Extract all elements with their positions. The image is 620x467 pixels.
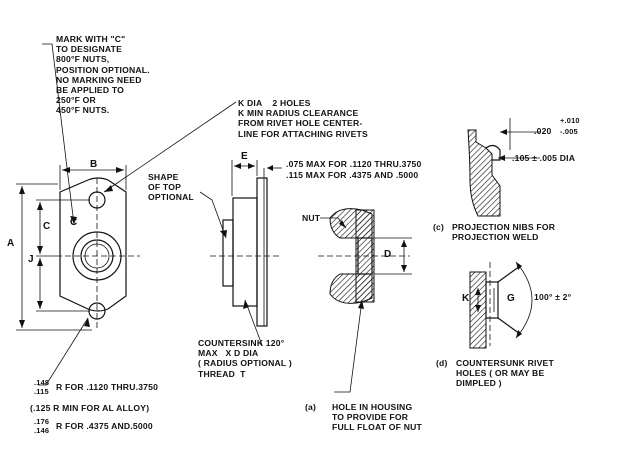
note-max-115: .115 MAX FOR .4375 AND .5000 [286,170,419,180]
tol-minus: -.005 [560,127,578,136]
leader-kdia [103,101,237,193]
side-boss [222,219,234,287]
side-view [199,160,282,346]
tol-020: .020 [534,126,552,136]
housing-section [318,208,412,393]
tol-plus: +.010 [560,116,580,125]
leader-mark [42,43,75,225]
tol-105: .105 ± .005 DIA [512,153,576,163]
radius-2-bot: .146 [34,426,50,435]
leader-radius [38,317,89,386]
leader-hole [334,299,363,393]
hole-housing-tag: (a) [305,402,317,412]
countersunk-detail [469,261,533,349]
dim-a-label: A [7,238,15,249]
projection-tag: (c) [433,222,445,232]
radius-al: (.125 R MIN FOR AL ALLOY) [30,403,150,413]
angle-label: 100° ± 2° [534,292,572,302]
plan-view [16,43,237,386]
note-nut: NUT [302,213,321,223]
radius-2-text: R FOR .4375 AND.5000 [56,421,153,431]
note-k-dia: K DIA 2 HOLES K MIN RADIUS CLEARANCE FRO… [238,98,368,139]
dim-c-label: C [43,221,51,232]
leader-countersink [244,299,263,346]
note-countersunk: COUNTERSUNK RIVET HOLES ( OR MAY BE DIMP… [456,358,554,389]
radius-2-top: .176 [34,417,50,426]
mark-c-label: C [70,217,78,228]
radius-1-text: R FOR .1120 THRU.3750 [56,382,159,392]
plate-outline [59,177,127,312]
note-shape-top: SHAPE OF TOP OPTIONAL [148,172,194,203]
note-projection: PROJECTION NIBS FOR PROJECTION WELD [452,222,556,243]
dim-b-label: B [90,159,98,170]
side-flange [256,177,268,327]
radius-1-top: .148 [34,378,50,387]
dim-g-label: G [507,293,515,304]
note-countersink: COUNTERSINK 120° MAX X D DIA ( RADIUS OP… [198,338,292,379]
note-mark-with-c: MARK WITH "C" TO DESIGNATE 800°F NUTS, P… [56,34,150,116]
dim-d-label: D [384,249,392,260]
dim-j-label: J [28,254,34,265]
dim-e-label: E [241,151,248,162]
projection-detail [467,118,540,217]
note-hole-housing: HOLE IN HOUSING TO PROVIDE FOR FULL FLOA… [332,402,422,433]
note-max-075: .075 MAX FOR .1120 THRU.3750 [286,159,422,169]
radius-1-bot: .115 [34,387,49,396]
countersunk-tag: (d) [436,358,448,368]
angle-arc [515,261,533,339]
leader-shape [199,191,227,239]
side-body [232,197,258,307]
dim-k-label: K [462,293,470,304]
